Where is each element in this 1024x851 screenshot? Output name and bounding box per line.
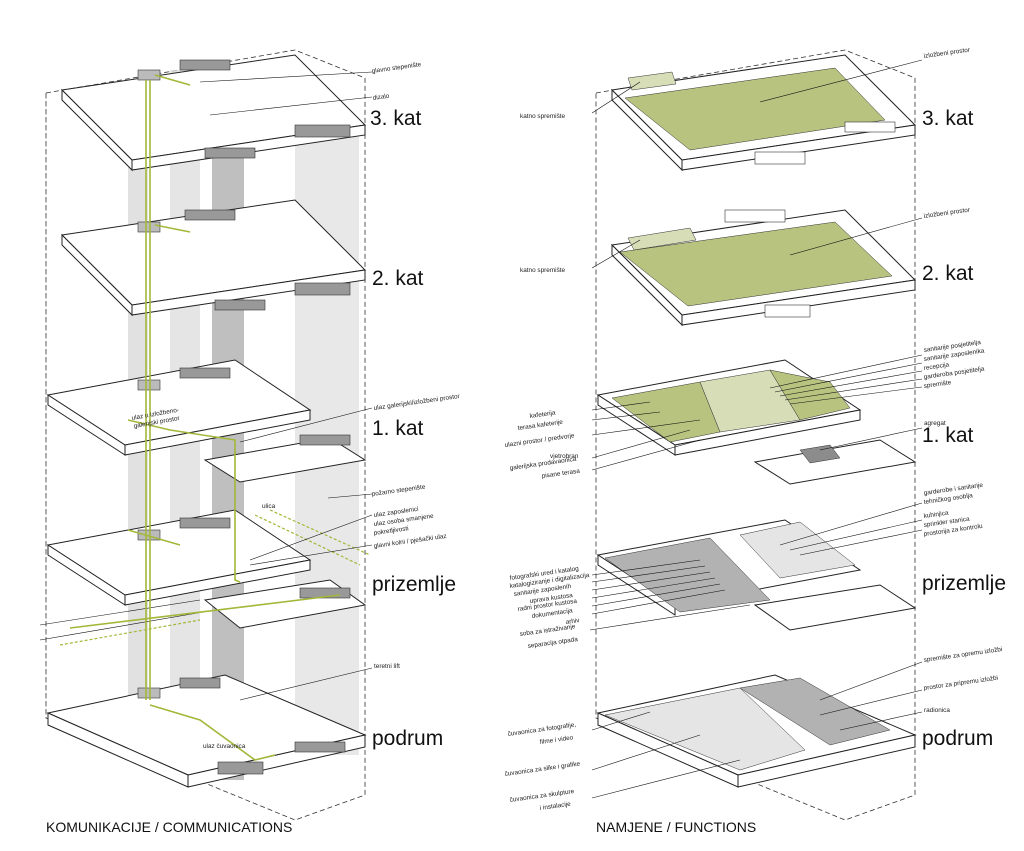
anno-separacija-otpada: separacija otpada — [527, 636, 578, 650]
anno-prostor-priprema: prostor za pripremu izložbi — [923, 675, 998, 692]
caption-right: NAMJENE / FUNCTIONS — [596, 819, 756, 835]
anno-arhiv: arhiv — [565, 617, 580, 626]
building-envelope-left — [45, 49, 366, 821]
floor-label-right-kat2: 2. kat — [922, 262, 974, 285]
anno-katno-spremiste-3: katno spremište — [520, 113, 566, 120]
anno-kuhinjica: kuhinjica — [923, 510, 949, 520]
slab-right-kat3 — [610, 54, 917, 172]
anno-ulazni-prostor: ulazni prostor / predvorje — [504, 432, 575, 449]
caption-left: KOMUNIKACIJE / COMMUNICATIONS — [46, 819, 292, 835]
floor-label-left-prizemlje: prizemlje — [372, 573, 456, 596]
anno-soba-istrazivanje: soba za istraživanje — [519, 623, 576, 638]
slab-right-kat1 — [596, 359, 917, 485]
slab-left-prizemlje — [39, 509, 367, 641]
anno-kafeterija: kafeterija — [529, 409, 556, 420]
anno-ulaz-galerijski: ulaz galerijski/izložbeni prostor — [373, 393, 461, 412]
leaders-right — [591, 59, 923, 799]
slab-right-kat2 — [610, 209, 917, 327]
floor-label-right-podrum: podrum — [922, 727, 993, 750]
slab-right-prizemlje — [589, 519, 917, 631]
anno-pozarno-stepeniste: požarno stepenište — [371, 483, 426, 498]
anno-izlozbeni-3: izložbeni prostor — [923, 46, 971, 60]
anno-radionica: radionica — [924, 707, 950, 714]
anno-i-instalacije: i instalacije — [539, 801, 571, 812]
anno-teretni-lift: teretni lift — [374, 663, 400, 670]
anno-cuvaonica-slike: čuvaonica za slike i grafike — [504, 760, 581, 778]
floor-label-right-kat3: 3. kat — [922, 107, 974, 130]
anno-pokretljivosti: pokretljivosti — [373, 525, 409, 537]
anno-agregat: agregat — [924, 420, 946, 427]
floor-label-left-podrum: podrum — [372, 727, 443, 750]
area-izlozbeni-2 — [619, 221, 893, 307]
functions-diagram: 3. kat 2. kat 1. kat prizemlje podrum iz… — [504, 46, 1006, 835]
area-sanitarije — [769, 369, 851, 421]
circulation-routes — [59, 74, 371, 761]
anno-dizalo: dizalo — [372, 93, 390, 102]
anno-katno-spremiste-2: katno spremište — [520, 267, 566, 274]
building-envelope-right — [595, 49, 916, 821]
area-servisi — [739, 521, 856, 579]
slab-left-kat3 — [60, 54, 367, 172]
anno-terasa-kafeterije: terasa kafeterije — [517, 419, 563, 432]
anno-ulica: ulica — [262, 503, 276, 510]
anno-pisane-terasa: pisane terasa — [541, 468, 580, 480]
area-katno-spremiste-2 — [627, 227, 697, 251]
anno-spremiste-oprema: spremište za opremu izložbi — [923, 646, 1002, 664]
area-agregat — [799, 444, 841, 464]
slab-left-kat1 — [46, 359, 367, 483]
anno-spremiste: spremište — [923, 379, 952, 390]
area-izlozbeni-3 — [624, 67, 886, 151]
leaders-left — [199, 71, 373, 701]
floor-label-left-kat3: 3. kat — [370, 107, 422, 130]
floor-label-left-kat1: 1. kat — [372, 417, 424, 440]
slab-right-podrum — [596, 674, 917, 788]
communications-diagram: 3. kat 2. kat 1. kat prizemlje podrum gl… — [39, 49, 461, 835]
anno-recepcija: recepcija — [923, 361, 950, 372]
floor-label-right-prizemlje: prizemlje — [922, 572, 1006, 595]
area-katno-spremiste-3 — [627, 71, 677, 91]
area-radionica — [739, 677, 891, 746]
anno-filme-video: filme i video — [539, 734, 574, 746]
anno-ulaz-cuvaonica: ulaz čuvaonica — [203, 743, 246, 750]
slab-left-kat2 — [60, 199, 367, 317]
anno-vjetrobran: vjetrobran — [550, 453, 579, 460]
floor-label-right-kat1: 1. kat — [922, 424, 974, 447]
anno-izlozbeni-2: izložbeni prostor — [923, 206, 971, 220]
anno-glavno-stepeniste: glavno stepenište — [371, 61, 422, 75]
floor-label-left-kat2: 2. kat — [372, 267, 424, 290]
area-uredi — [604, 537, 771, 613]
area-cuvaonice — [604, 687, 806, 771]
